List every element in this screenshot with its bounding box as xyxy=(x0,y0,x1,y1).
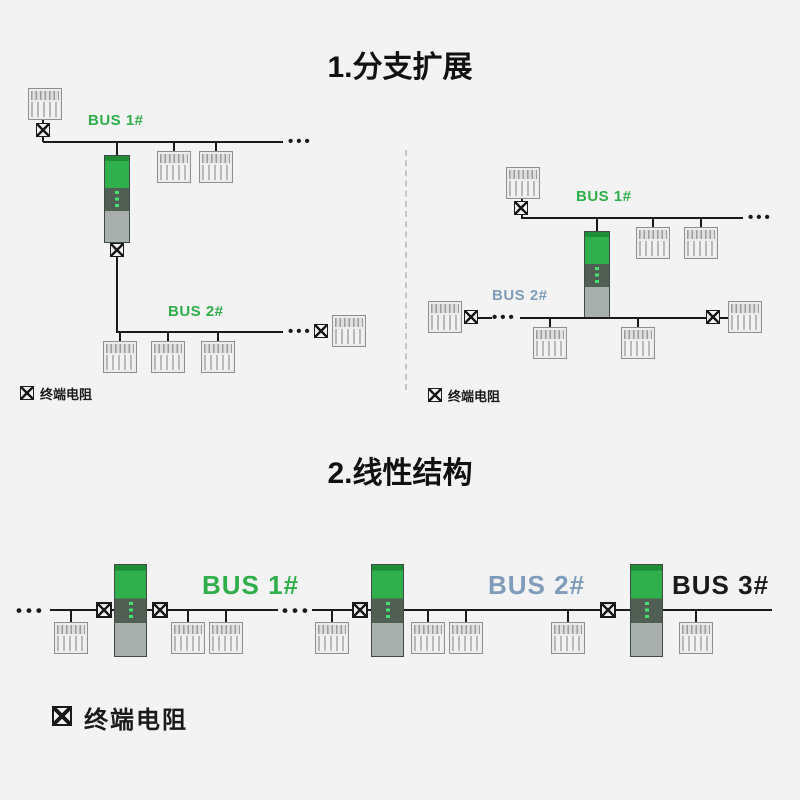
bus-coupler-icon xyxy=(104,155,130,243)
io-device-icon xyxy=(209,622,243,654)
terminal-resistor-icon xyxy=(352,602,368,618)
io-device-icon xyxy=(201,341,235,373)
drop-line xyxy=(70,611,72,622)
drop-line xyxy=(217,333,219,341)
bus-line xyxy=(478,317,492,319)
io-device-icon xyxy=(679,622,713,654)
continuation-dots: ••• xyxy=(748,209,773,226)
bus2-label: BUS 2# xyxy=(488,570,586,600)
bus2-label: BUS 2# xyxy=(168,303,224,320)
continuation-dots: ••• xyxy=(16,601,46,620)
drop-line xyxy=(549,319,551,327)
terminal-resistor-icon xyxy=(52,706,72,726)
drop-line xyxy=(596,217,598,231)
io-device-icon xyxy=(533,327,567,359)
continuation-dots: ••• xyxy=(282,601,312,620)
io-device-icon xyxy=(449,622,483,654)
terminal-resistor-icon xyxy=(314,324,328,338)
io-device-icon xyxy=(199,151,233,183)
io-device-icon xyxy=(551,622,585,654)
drop-line xyxy=(700,217,702,227)
section-divider xyxy=(405,150,407,390)
terminal-resistor-icon xyxy=(110,243,124,257)
terminal-resistor-icon xyxy=(20,386,34,400)
io-device-icon xyxy=(171,622,205,654)
drop-line xyxy=(116,257,118,333)
io-device-icon xyxy=(151,341,185,373)
continuation-dots: ••• xyxy=(492,309,517,326)
io-device-icon xyxy=(157,151,191,183)
bus-coupler-icon xyxy=(114,564,147,657)
io-device-icon xyxy=(315,622,349,654)
drop-line xyxy=(695,611,697,622)
section1-title: 1.分支扩展 xyxy=(327,51,473,84)
terminal-resistor-icon xyxy=(36,123,50,137)
legend-label: 终端电阻 xyxy=(40,387,93,402)
drop-line xyxy=(167,333,169,341)
terminal-resistor-icon xyxy=(464,310,478,324)
bus-coupler-icon xyxy=(371,564,404,657)
io-device-icon xyxy=(506,167,540,199)
continuation-dots: ••• xyxy=(288,133,313,150)
bus-line xyxy=(520,317,738,319)
continuation-dots: ••• xyxy=(288,323,313,340)
drop-line xyxy=(215,141,217,151)
bus-line xyxy=(312,609,772,611)
drop-line xyxy=(465,611,467,622)
bus-line xyxy=(43,141,283,143)
bus3-label: BUS 3# xyxy=(672,570,770,600)
bus-coupler-icon xyxy=(630,564,663,657)
io-device-icon xyxy=(411,622,445,654)
bus2-label: BUS 2# xyxy=(492,287,548,304)
terminal-resistor-icon xyxy=(152,602,168,618)
legend-label: 终端电阻 xyxy=(448,389,501,404)
bus-line xyxy=(521,217,743,219)
drop-line xyxy=(173,141,175,151)
drop-line xyxy=(331,611,333,622)
io-device-icon xyxy=(428,301,462,333)
terminal-resistor-icon xyxy=(600,602,616,618)
io-device-icon xyxy=(728,301,762,333)
bus1-label: BUS 1# xyxy=(88,112,144,129)
terminal-resistor-icon xyxy=(96,602,112,618)
io-device-icon xyxy=(684,227,718,259)
bus1-label: BUS 1# xyxy=(202,570,300,600)
bus-coupler-icon xyxy=(584,231,610,319)
legend-label: 终端电阻 xyxy=(84,707,188,734)
io-device-icon xyxy=(103,341,137,373)
io-device-icon xyxy=(636,227,670,259)
io-device-icon xyxy=(621,327,655,359)
io-device-icon xyxy=(54,622,88,654)
drop-line xyxy=(637,319,639,327)
bus-line xyxy=(117,331,283,333)
drop-line xyxy=(652,217,654,227)
terminal-resistor-icon xyxy=(514,201,528,215)
drop-line xyxy=(567,611,569,622)
terminal-resistor-icon xyxy=(428,388,442,402)
terminal-resistor-icon xyxy=(706,310,720,324)
drop-line xyxy=(427,611,429,622)
drop-line xyxy=(187,611,189,622)
io-device-icon xyxy=(332,315,366,347)
drop-line xyxy=(119,333,121,341)
bus1-label: BUS 1# xyxy=(576,188,632,205)
io-device-icon xyxy=(28,88,62,120)
drop-line xyxy=(116,141,118,155)
section2-title: 2.线性结构 xyxy=(327,457,473,490)
drop-line xyxy=(225,611,227,622)
